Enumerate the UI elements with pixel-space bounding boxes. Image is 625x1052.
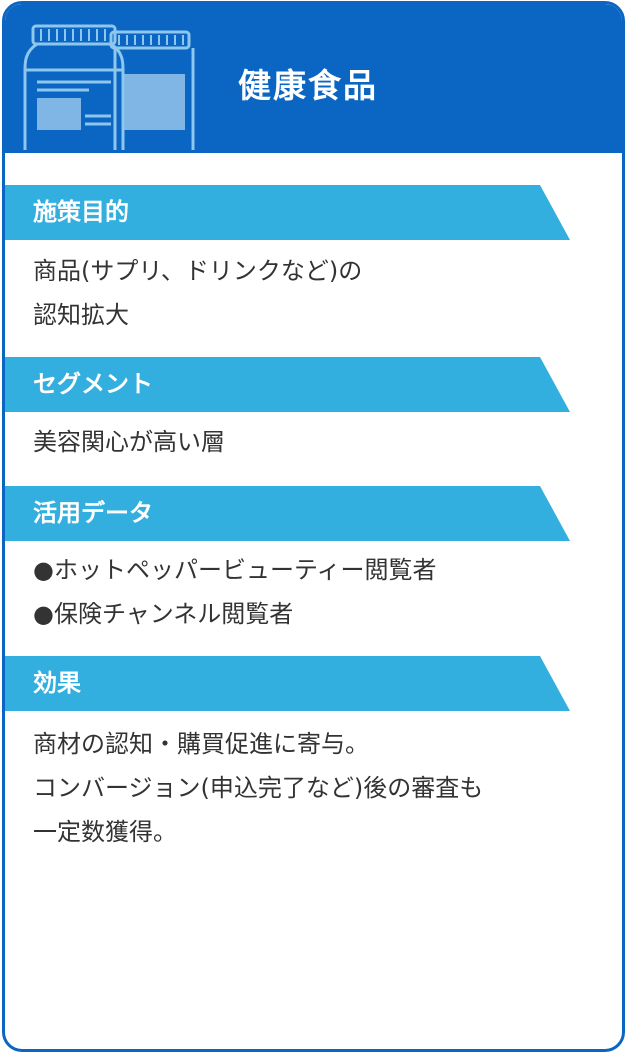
card-header: 健康食品 <box>5 4 622 153</box>
section-body-segment: 美容関心が高い層 <box>33 420 593 464</box>
section-label: セグメント <box>33 370 153 398</box>
body-line: 美容関心が高い層 <box>33 428 225 456</box>
section-body-data: ●ホットペッパービューティー閲覧者 ●保険チャンネル閲覧者 <box>33 548 593 636</box>
body-line: コンバージョン(申込完了など)後の審査も <box>33 774 484 802</box>
card-title: 健康食品 <box>238 66 378 105</box>
body-line: 一定数獲得。 <box>33 818 177 846</box>
section-label: 施策目的 <box>33 198 129 226</box>
section-body-effect: 商材の認知・購買促進に寄与。 コンバージョン(申込完了など)後の審査も 一定数獲… <box>33 722 593 854</box>
section-label: 効果 <box>33 669 81 697</box>
body-line: 商品(サプリ、ドリンクなど)の <box>33 257 363 285</box>
section-header-effect: 効果 <box>5 656 570 711</box>
section-header-data: 活用データ <box>5 486 570 541</box>
section-label: 活用データ <box>33 499 153 527</box>
body-line: 認知拡大 <box>33 301 129 329</box>
body-line: 商材の認知・購買促進に寄与。 <box>33 730 369 758</box>
supplement-jars-icon <box>23 24 195 150</box>
section-header-segment: セグメント <box>5 357 570 412</box>
body-line: ●ホットペッパービューティー閲覧者 <box>33 556 437 584</box>
section-body-purpose: 商品(サプリ、ドリンクなど)の 認知拡大 <box>33 249 593 337</box>
body-line: ●保険チャンネル閲覧者 <box>33 600 294 628</box>
section-header-purpose: 施策目的 <box>5 185 570 240</box>
